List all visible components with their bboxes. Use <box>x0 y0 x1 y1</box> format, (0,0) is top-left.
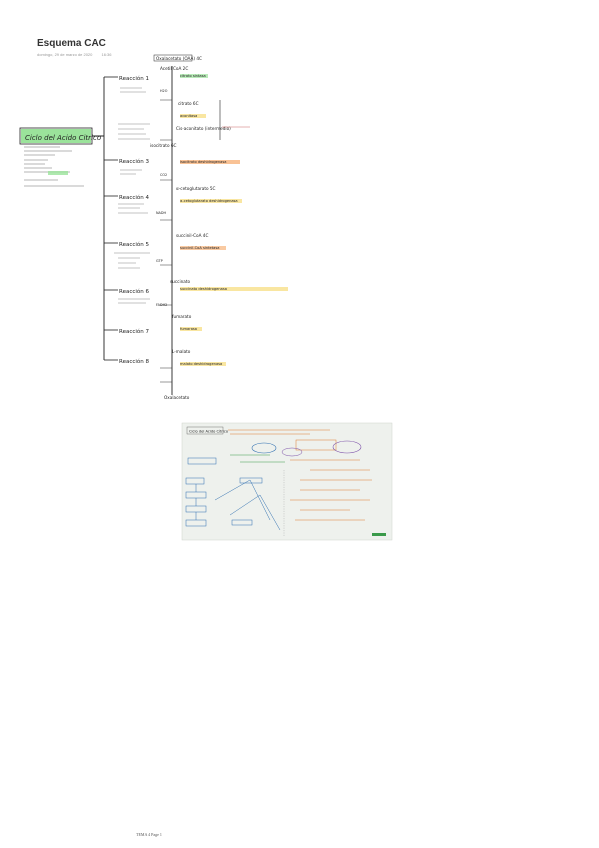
enzyme-fumarase: fumarasa <box>180 327 197 331</box>
metabolite-acetyl-coa: Acetil CoA 2C <box>160 66 188 71</box>
metabolite-malate: L-malato <box>172 349 191 354</box>
central-topic: Ciclo del Acido Citrico <box>25 134 101 142</box>
metabolite-succinyl-coa: succinil-CoA 4C <box>176 233 208 238</box>
metabolite-fumarate: fumarato <box>172 314 192 319</box>
page-meta: domingo, 29 de marzo de 2020 16:36 <box>37 52 120 57</box>
page-footer: TEMA 4 Page 1 <box>136 832 162 837</box>
metabolite-oaa: Oxalacetato (OAA) 4C <box>156 56 202 61</box>
page-time: 16:36 <box>101 52 112 57</box>
enzyme-succinate-dh: succinato deshidrogenasa <box>180 287 227 291</box>
metabolite-isocitrate: isocitrato 6C <box>150 143 177 148</box>
enzyme-succinyl-coa-synthetase: succinil-CoA sintetasa <box>180 246 219 250</box>
reaction-8: Reacción 8 <box>119 358 150 365</box>
reaction-1: Reacción 1 <box>119 75 149 82</box>
metabolite-cis-aconitate: Cis-aconitato (intermedio) <box>176 126 231 131</box>
page-title: Esquema CAC <box>37 38 106 49</box>
central-topic-highlight <box>21 129 91 143</box>
metabolite-succinate: succinato <box>170 279 190 284</box>
reaction-6: Reacción 6 <box>119 288 150 295</box>
enzyme-akg-dh: α-cetoglutarato deshidrogenasa <box>180 199 238 203</box>
enzyme-malate-dh: malato deshidrogenasa <box>180 362 222 366</box>
enzyme-isocitrate-dh: isocitrato deshidrogenasa <box>180 160 226 164</box>
enzyme-citrate-synthase: citrato sintasa <box>180 74 206 78</box>
reaction-3: Reacción 3 <box>119 158 150 165</box>
metabolite-akg: α-cetoglutarato 5C <box>176 186 216 191</box>
reaction-7: Reacción 7 <box>119 328 150 335</box>
photo-heading: Ciclo del Acido Cítrico <box>189 430 228 434</box>
metabolite-citrate: citrato 6C <box>178 101 199 106</box>
molecule-gtp: GTP <box>156 259 163 263</box>
molecule-co2: CO2 <box>160 173 167 177</box>
notes-photo: Ciclo del Acido Cítrico <box>181 422 393 541</box>
reaction-5: Reacción 5 <box>119 241 150 248</box>
molecule-h2o: H2O <box>160 89 168 93</box>
reaction-4: Reacción 4 <box>119 194 150 201</box>
page-date: domingo, 29 de marzo de 2020 <box>37 52 93 57</box>
molecule-nadh: NADH <box>156 211 166 215</box>
metabolite-oaa-end: Oxalacetato <box>164 395 190 400</box>
enzyme-aconitase: aconitasa <box>180 114 197 118</box>
